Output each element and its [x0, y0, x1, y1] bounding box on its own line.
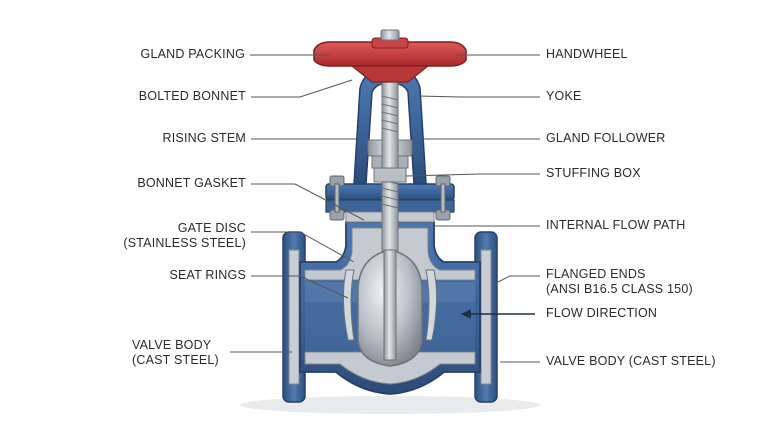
label-valve-body-right: VALVE BODY (CAST STEEL)	[546, 354, 716, 368]
stuffing-box	[373, 167, 407, 183]
gate-disc	[357, 249, 423, 367]
ground-shadow	[240, 396, 540, 414]
label-seat-rings: SEAT RINGS	[169, 268, 246, 282]
label-rising-stem: RISING STEM	[162, 131, 246, 145]
label-flanged-ends: FLANGED ENDS (ANSI B16.5 CLASS 150)	[546, 267, 693, 296]
body-section-wall-lower	[304, 351, 476, 385]
label-handwheel: HANDWHEEL	[546, 47, 628, 61]
label-valve-body-left: VALVE BODY (CAST STEEL)	[132, 338, 219, 367]
seat-rings	[342, 269, 438, 341]
label-internal-flow-path: INTERNAL FLOW PATH	[546, 218, 686, 232]
leader-lines-left	[230, 54, 365, 353]
bonnet-bolts	[329, 175, 451, 221]
label-gland-packing: GLAND PACKING	[140, 47, 245, 61]
label-gland-follower: GLAND FOLLOWER	[546, 131, 666, 145]
handwheel	[313, 29, 467, 83]
bonnet	[325, 175, 455, 223]
label-bonnet-gasket: BONNET GASKET	[137, 176, 246, 190]
label-gate-disc: GATE DISC (STAINLESS STEEL)	[123, 221, 246, 250]
label-bolted-bonnet: BOLTED BONNET	[138, 89, 246, 103]
label-yoke: YOKE	[546, 89, 582, 103]
label-stuffing-box: STUFFING BOX	[546, 166, 641, 180]
label-flow-direction: FLOW DIRECTION	[546, 306, 658, 320]
leader-lines-right	[405, 54, 540, 363]
